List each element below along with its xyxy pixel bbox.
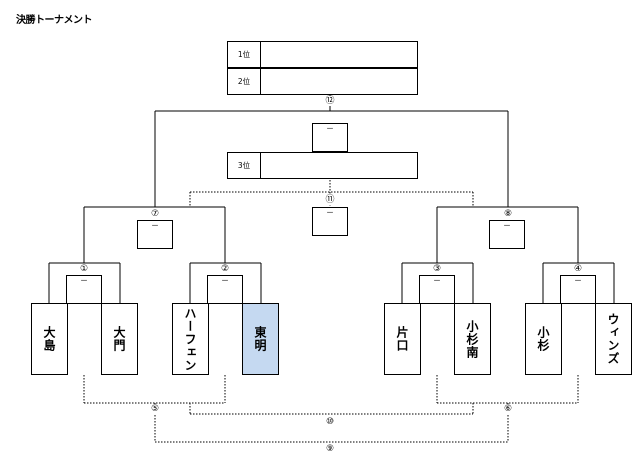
team-name: 片口 <box>395 326 409 352</box>
match-number-3: ③ <box>431 264 443 274</box>
match-number-12: ⑫ <box>324 96 336 106</box>
score-box-4: － <box>560 275 596 304</box>
team-name: 小杉南 <box>465 319 479 359</box>
score-box-1: － <box>66 275 102 304</box>
team-box-daimon: 大門 <box>101 303 138 375</box>
match-number-8: ⑧ <box>502 209 514 219</box>
team-name: 小杉 <box>536 326 550 352</box>
page-title: 決勝トーナメント <box>16 15 93 26</box>
rank-row-2: 2位 <box>227 68 418 95</box>
team-name: 東明 <box>253 326 267 352</box>
score-box-11: － <box>312 207 348 236</box>
score-box-8: － <box>489 220 525 249</box>
rank-label-1: 1位 <box>228 42 261 67</box>
team-box-oshima: 大島 <box>31 303 68 375</box>
match-number-4: ④ <box>572 264 584 274</box>
score-box-7: － <box>137 220 173 249</box>
team-box-winds: ウィンズ <box>595 303 632 375</box>
match-number-6: ⑥ <box>502 404 514 414</box>
score-box-2: － <box>207 275 243 304</box>
team-box-kataguchi: 片口 <box>384 303 421 375</box>
rank-row-3: 3位 <box>227 152 418 179</box>
match-number-1: ① <box>78 264 90 274</box>
team-name: ハーフェン <box>183 306 197 372</box>
team-box-kosugi-minami: 小杉南 <box>454 303 491 375</box>
rank-label-2: 2位 <box>228 69 261 94</box>
match-number-7: ⑦ <box>149 209 161 219</box>
match-number-10: ⑩ <box>324 417 336 427</box>
team-box-tomei: 東明 <box>242 303 279 375</box>
match-number-9: ⑨ <box>324 444 336 454</box>
team-name: 大島 <box>42 326 56 352</box>
score-box-3: － <box>419 275 455 304</box>
score-box-12: － <box>312 123 348 152</box>
match-number-5: ⑤ <box>149 404 161 414</box>
team-box-hafen: ハーフェン <box>172 303 209 375</box>
rank-label-3: 3位 <box>228 153 261 178</box>
team-box-kosugi: 小杉 <box>525 303 562 375</box>
team-name: ウィンズ <box>606 313 620 365</box>
team-name: 大門 <box>112 326 126 352</box>
match-number-2: ② <box>219 264 231 274</box>
match-number-11: ⑪ <box>324 195 336 205</box>
rank-row-1: 1位 <box>227 41 418 68</box>
